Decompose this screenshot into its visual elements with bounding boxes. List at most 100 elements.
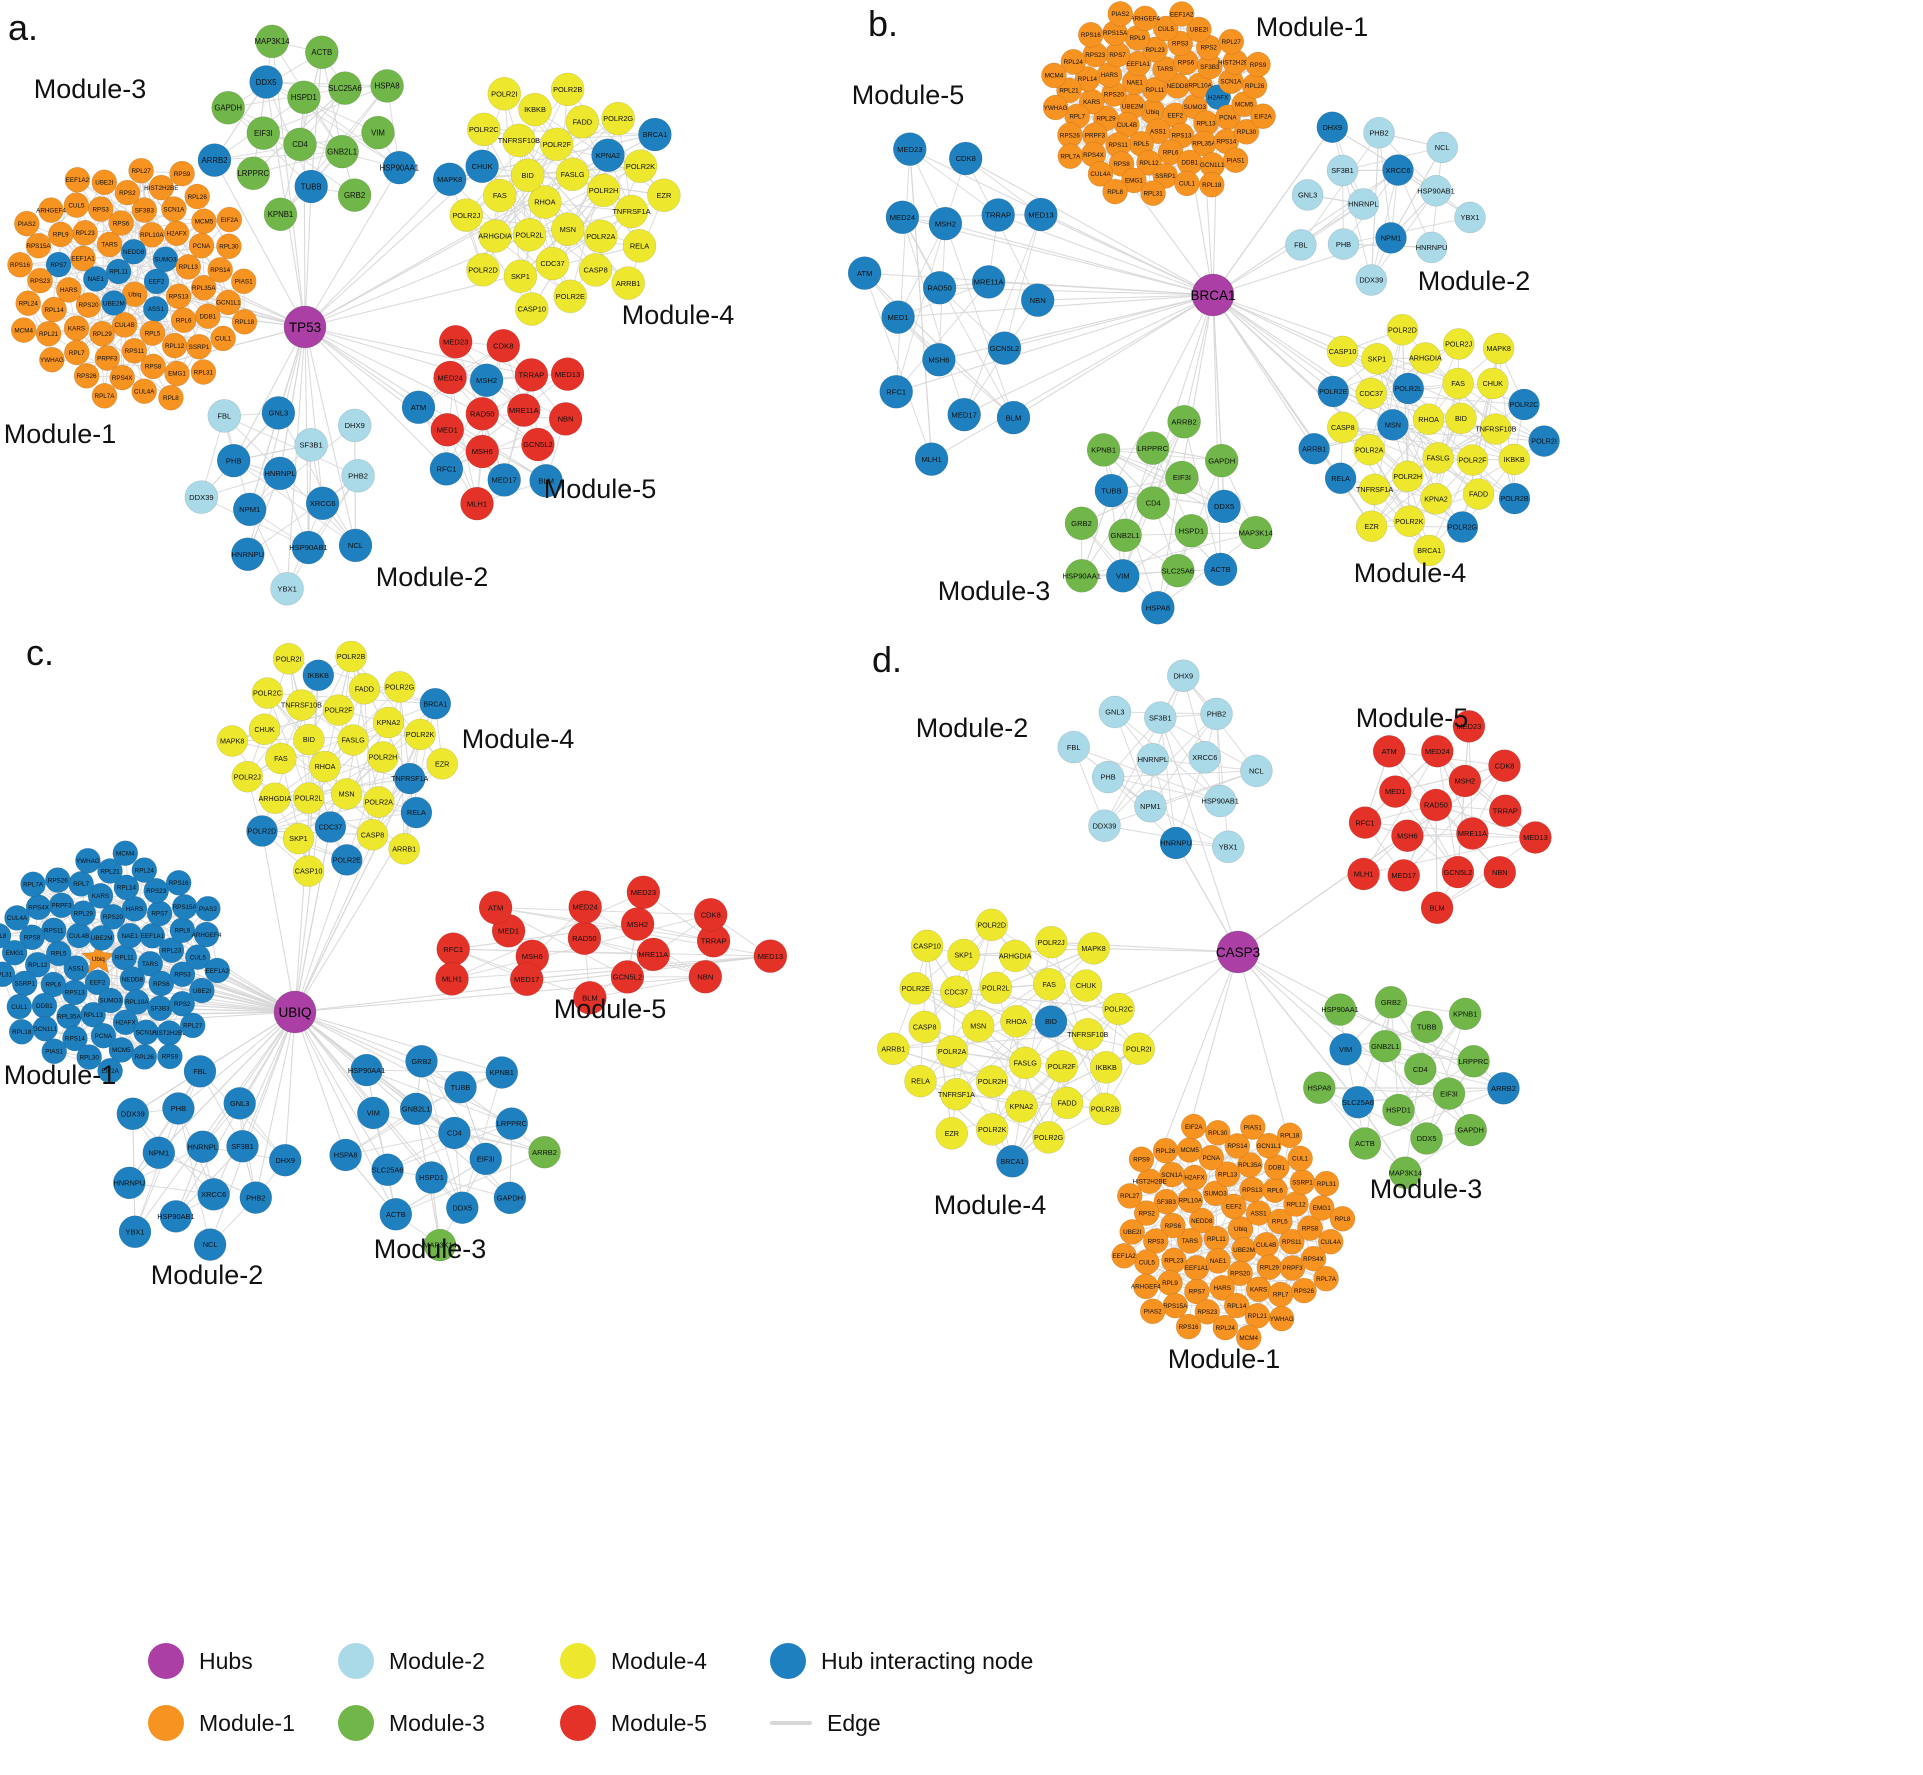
node-FBL[interactable]: [207, 399, 242, 433]
node-HSPA8[interactable]: [1141, 590, 1175, 625]
node-RPS9[interactable]: [1128, 1146, 1155, 1173]
node-YBX1[interactable]: [270, 571, 304, 606]
node-EIF2A[interactable]: [1250, 103, 1276, 129]
node-MSH6[interactable]: [465, 434, 500, 469]
node-CASP10[interactable]: [910, 929, 944, 963]
node-MRE11A[interactable]: [636, 937, 671, 972]
node-RAD50[interactable]: [465, 397, 500, 431]
node-NCL[interactable]: [193, 1228, 227, 1261]
node-GAPDH[interactable]: [211, 91, 245, 125]
node-MAP3K14[interactable]: [1238, 515, 1273, 550]
node-YWHAG[interactable]: [39, 346, 65, 373]
node-RPS11[interactable]: [121, 338, 148, 364]
node-GNL3[interactable]: [223, 1087, 256, 1120]
node-HSPD1[interactable]: [1382, 1093, 1415, 1127]
node-BLM[interactable]: [573, 981, 607, 1015]
node-POLR2A[interactable]: [1353, 433, 1386, 466]
node-RPS2[interactable]: [169, 990, 195, 1017]
node-RPL30[interactable]: [216, 233, 242, 260]
node-PRPF3[interactable]: [94, 345, 121, 371]
node-POLR2D[interactable]: [975, 908, 1008, 942]
node-UBE2I[interactable]: [1186, 16, 1212, 43]
node-HSP90AA1[interactable]: [1323, 993, 1357, 1026]
node-RPS2[interactable]: [1133, 1200, 1160, 1226]
node-ACTB[interactable]: [305, 35, 339, 70]
node-CHUK[interactable]: [248, 713, 281, 746]
node-ATM[interactable]: [401, 390, 436, 425]
node-RPL21[interactable]: [97, 858, 123, 884]
node-POLR2E[interactable]: [1317, 375, 1350, 408]
node-RPS14[interactable]: [62, 1025, 88, 1052]
node-RPL26[interactable]: [184, 183, 210, 210]
node-HSPD1[interactable]: [415, 1161, 448, 1194]
node-RPS6[interactable]: [108, 210, 134, 236]
node-KPNB1[interactable]: [1448, 997, 1482, 1031]
node-EEF1A2[interactable]: [1111, 1243, 1137, 1269]
node-PHB[interactable]: [1327, 228, 1360, 260]
node-POLR2J[interactable]: [231, 760, 264, 793]
node-RPL29[interactable]: [89, 321, 115, 347]
node-MSH6[interactable]: [922, 342, 956, 377]
node-XRCC6[interactable]: [1188, 741, 1222, 774]
node-CUL1[interactable]: [1287, 1145, 1313, 1172]
node-NCL[interactable]: [1240, 754, 1273, 788]
node-TUBB[interactable]: [1410, 1010, 1443, 1044]
node-PIAS1[interactable]: [1240, 1114, 1266, 1140]
node-NBN[interactable]: [688, 959, 723, 994]
node-ARHGDIA[interactable]: [259, 782, 291, 814]
node-RPS11[interactable]: [1279, 1228, 1305, 1255]
node-MED1[interactable]: [881, 300, 915, 334]
node-Ubiq[interactable]: [81, 940, 116, 974]
node-POLR2F[interactable]: [539, 127, 574, 162]
node-RPS9[interactable]: [157, 1043, 183, 1070]
node-EEF1A1[interactable]: [70, 245, 96, 272]
node-RPL18[interactable]: [1199, 171, 1225, 198]
node-PHB[interactable]: [216, 443, 251, 478]
node-FBL[interactable]: [1285, 229, 1317, 261]
node-POLR2C[interactable]: [1102, 992, 1135, 1026]
node-KARS[interactable]: [87, 883, 114, 909]
node-POLR2K[interactable]: [623, 149, 658, 183]
node-MAP3K14[interactable]: [255, 24, 289, 59]
node-RPL21[interactable]: [35, 320, 62, 347]
node-POLR2D[interactable]: [246, 815, 278, 847]
node-EIF3I[interactable]: [246, 116, 281, 150]
node-RELA[interactable]: [1324, 462, 1357, 495]
node-MED23[interactable]: [626, 875, 661, 910]
node-CHUK[interactable]: [1069, 969, 1103, 1002]
node-CHUK[interactable]: [465, 149, 499, 184]
node-DHX9[interactable]: [268, 1143, 302, 1177]
node-GCN1L1[interactable]: [215, 289, 242, 316]
node-HSP90AA1[interactable]: [1065, 559, 1099, 593]
node-FASLG[interactable]: [1422, 442, 1454, 474]
node-RPL23[interactable]: [1142, 36, 1168, 63]
node-CUL4A[interactable]: [1317, 1228, 1344, 1255]
node-TNFRSF1A[interactable]: [393, 762, 426, 795]
node-UBE2I[interactable]: [1119, 1219, 1145, 1245]
node-DDX39[interactable]: [1355, 264, 1388, 296]
node-RPS3[interactable]: [1143, 1228, 1169, 1254]
node-GNL3[interactable]: [1098, 695, 1132, 729]
node-MED13[interactable]: [753, 939, 788, 973]
node-RPL27[interactable]: [179, 1012, 206, 1039]
node-RPS23[interactable]: [1194, 1299, 1221, 1325]
node-MSH2[interactable]: [1448, 764, 1482, 798]
node-ARRB2[interactable]: [528, 1135, 561, 1169]
node-EZR[interactable]: [426, 748, 458, 780]
node-MED13[interactable]: [1024, 197, 1058, 232]
node-RPL13[interactable]: [175, 254, 202, 280]
node-POLR2H[interactable]: [367, 741, 399, 773]
node-SUMO3[interactable]: [152, 246, 179, 272]
node-TARS[interactable]: [137, 950, 163, 977]
node-POLR2F[interactable]: [1456, 444, 1489, 476]
node-MAP3K14[interactable]: [1389, 1156, 1422, 1189]
node-FAS[interactable]: [265, 742, 297, 775]
node-POLR2F[interactable]: [322, 694, 355, 726]
node-POLR2B[interactable]: [335, 640, 367, 673]
node-ARHGEF4[interactable]: [193, 921, 220, 948]
node-TNFRSF10B[interactable]: [1071, 1018, 1105, 1051]
node-RPL31[interactable]: [1313, 1170, 1340, 1197]
node-HNRNPL[interactable]: [1136, 743, 1170, 776]
node-VIM[interactable]: [1106, 559, 1140, 593]
node-POLR2B[interactable]: [1088, 1092, 1122, 1126]
